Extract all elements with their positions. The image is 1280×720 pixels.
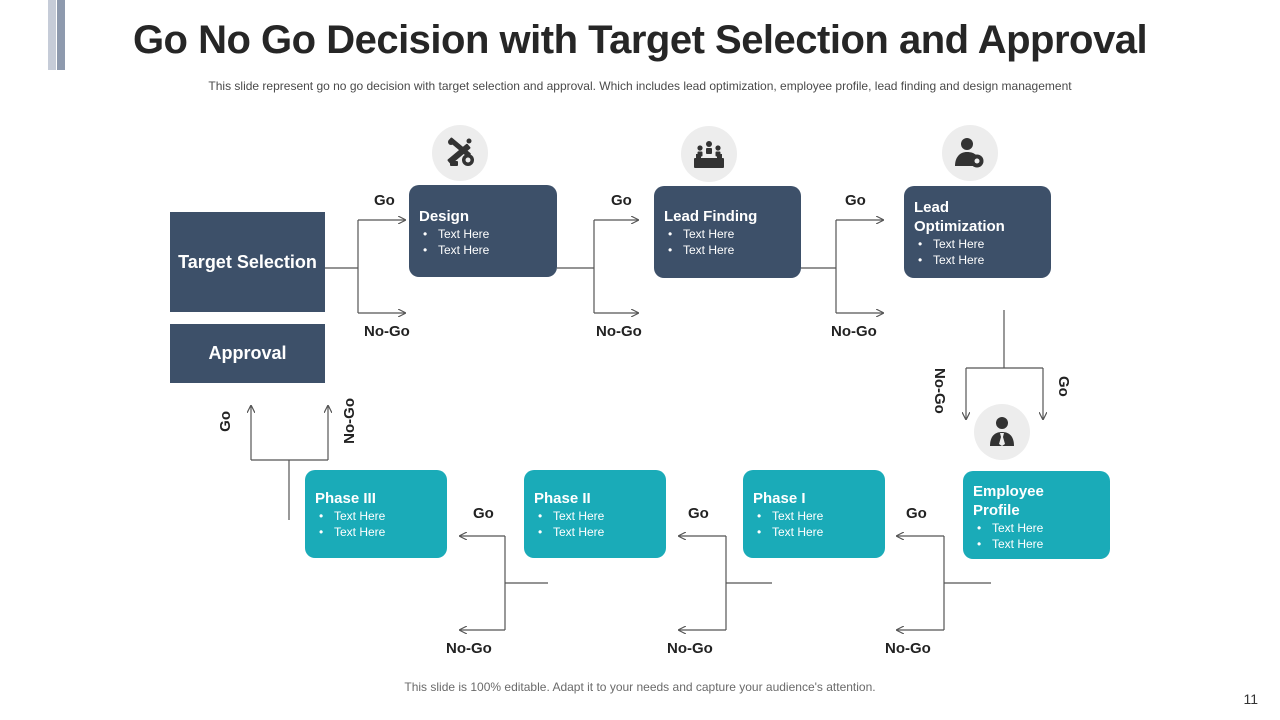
label-nogo-phase1: No-Go [667, 640, 713, 657]
businessman-icon [974, 404, 1030, 460]
slide-subtitle: This slide represent go no go decision w… [208, 79, 1072, 93]
approval-box: Approval [170, 324, 325, 383]
label-nogo-employee: No-Go [885, 640, 931, 657]
slide-title: Go No Go Decision with Target Selection … [132, 18, 1148, 62]
label-go-design: Go [611, 192, 632, 209]
connector-leadopt-branch [966, 310, 1043, 369]
label-go-phase2: Go [473, 505, 494, 522]
phase-1-node: Phase I Text Here Text Here [743, 470, 885, 558]
lead-finding-title: Lead Finding [664, 208, 758, 225]
design-tools-icon [432, 125, 488, 181]
lead-finding-node: Lead Finding Text Here Text Here [654, 186, 801, 278]
label-go-phase1: Go [688, 505, 709, 522]
connector-employee-branch [943, 536, 991, 630]
lead-finding-bullet-2: Text Here [668, 242, 791, 258]
lead-optimization-bullet-1: Text Here [918, 236, 1041, 252]
label-nogo-phase3: No-Go [341, 398, 358, 444]
label-go-leadfinding: Go [845, 192, 866, 209]
employee-profile-node: Employee Profile Text Here Text Here [963, 471, 1110, 559]
label-go-phase3: Go [217, 411, 234, 432]
phase-3-bullet-1: Text Here [319, 508, 437, 524]
phase-3-node: Phase III Text Here Text Here [305, 470, 447, 558]
phase-1-bullet-2: Text Here [757, 524, 875, 540]
footer-note: This slide is 100% editable. Adapt it to… [404, 680, 876, 694]
lead-optimization-bullet-2: Text Here [918, 252, 1041, 268]
lead-optimization-title: Lead Optimization [914, 199, 1005, 235]
label-nogo-design: No-Go [596, 323, 642, 340]
label-nogo-leadopt: No-Go [931, 368, 948, 414]
phase-2-bullet-2: Text Here [538, 524, 656, 540]
podium-team-icon [681, 126, 737, 182]
employee-profile-bullet-2: Text Here [977, 536, 1100, 552]
accent-bar-light [48, 0, 56, 70]
phase-1-title: Phase I [753, 490, 806, 507]
connector-target-branch [325, 220, 359, 313]
connector-leadfinding-branch [801, 220, 837, 313]
label-nogo-target: No-Go [364, 323, 410, 340]
lead-finding-bullet-1: Text Here [668, 226, 791, 242]
phase-2-title: Phase II [534, 490, 591, 507]
label-nogo-phase2: No-Go [446, 640, 492, 657]
design-node: Design Text Here Text Here [409, 185, 557, 277]
employee-profile-title: Employee Profile [973, 483, 1044, 519]
connector-phase2-branch [504, 536, 548, 630]
connector-design-branch [557, 220, 595, 313]
phase-2-bullet-1: Text Here [538, 508, 656, 524]
user-gear-icon [942, 125, 998, 181]
approval-label: Approval [208, 343, 287, 363]
target-selection-box: Target Selection [170, 212, 325, 312]
label-nogo-leadfinding: No-Go [831, 323, 877, 340]
design-bullet-2: Text Here [423, 242, 547, 258]
label-go-employee: Go [906, 505, 927, 522]
accent-bar-dark [57, 0, 65, 70]
employee-profile-bullet-1: Text Here [977, 520, 1100, 536]
phase-3-title: Phase III [315, 490, 376, 507]
design-bullet-1: Text Here [423, 226, 547, 242]
page-number: 11 [1243, 691, 1258, 707]
phase-3-bullet-2: Text Here [319, 524, 437, 540]
phase-2-node: Phase II Text Here Text Here [524, 470, 666, 558]
design-title: Design [419, 208, 470, 225]
label-go-target: Go [374, 192, 395, 209]
connector-phase1-branch [725, 536, 772, 630]
phase-1-bullet-1: Text Here [757, 508, 875, 524]
target-selection-label: Target Selection [178, 251, 317, 272]
label-go-leadopt: Go [1055, 376, 1072, 397]
lead-optimization-node: Lead Optimization Text Here Text Here [904, 186, 1051, 278]
connector-phase3-branch [251, 459, 328, 520]
